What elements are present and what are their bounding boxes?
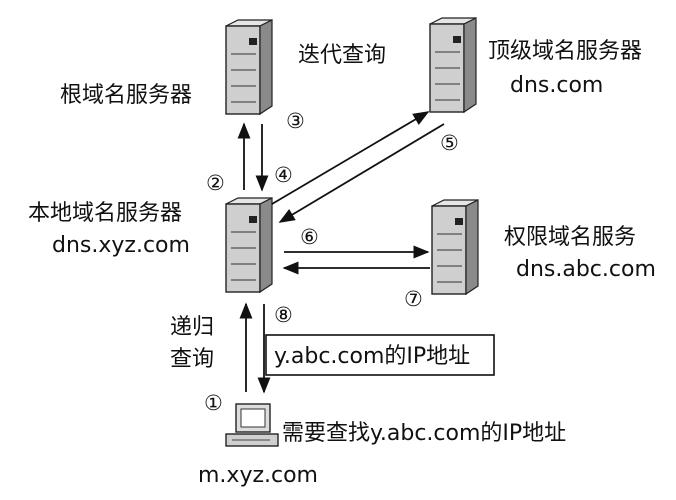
- client-computer-icon: [225, 403, 279, 447]
- step-1: ①: [204, 391, 223, 415]
- tld-server-icon: [429, 17, 477, 113]
- client-host-label: m.xyz.com: [198, 463, 318, 488]
- result-box: [265, 334, 495, 376]
- root-server-icon: [225, 19, 273, 115]
- root-server-label: 根域名服务器: [60, 83, 192, 108]
- step-3: ③: [286, 109, 305, 133]
- step-8: ⑧: [274, 303, 293, 327]
- recursive-label-1: 递归: [170, 315, 214, 340]
- tld-server-label: 顶级域名服务器: [488, 39, 642, 64]
- local-server-label: 本地域名服务器: [28, 201, 182, 226]
- recursive-label-2: 查询: [170, 347, 214, 372]
- local-server-icon: [225, 197, 273, 293]
- client-request-label: 需要查找y.abc.com的IP地址: [282, 421, 566, 446]
- step-6: ⑥: [300, 225, 319, 249]
- step-2: ②: [206, 171, 225, 195]
- auth-server-label: 权限域名服务: [504, 225, 636, 250]
- arrow-step-5-back: [278, 123, 445, 223]
- auth-server-domain: dns.abc.com: [516, 257, 656, 282]
- local-server-domain: dns.xyz.com: [52, 233, 190, 258]
- step-4: ④: [274, 163, 293, 187]
- arrow-step-5-out: [271, 111, 430, 205]
- title-iterative-query: 迭代查询: [298, 43, 386, 68]
- result-box-text: y.abc.com的IP地址: [274, 344, 470, 369]
- step-5: ⑤: [440, 131, 459, 155]
- auth-server-icon: [431, 199, 479, 295]
- tld-server-domain: dns.com: [510, 73, 603, 98]
- step-7: ⑦: [404, 287, 423, 311]
